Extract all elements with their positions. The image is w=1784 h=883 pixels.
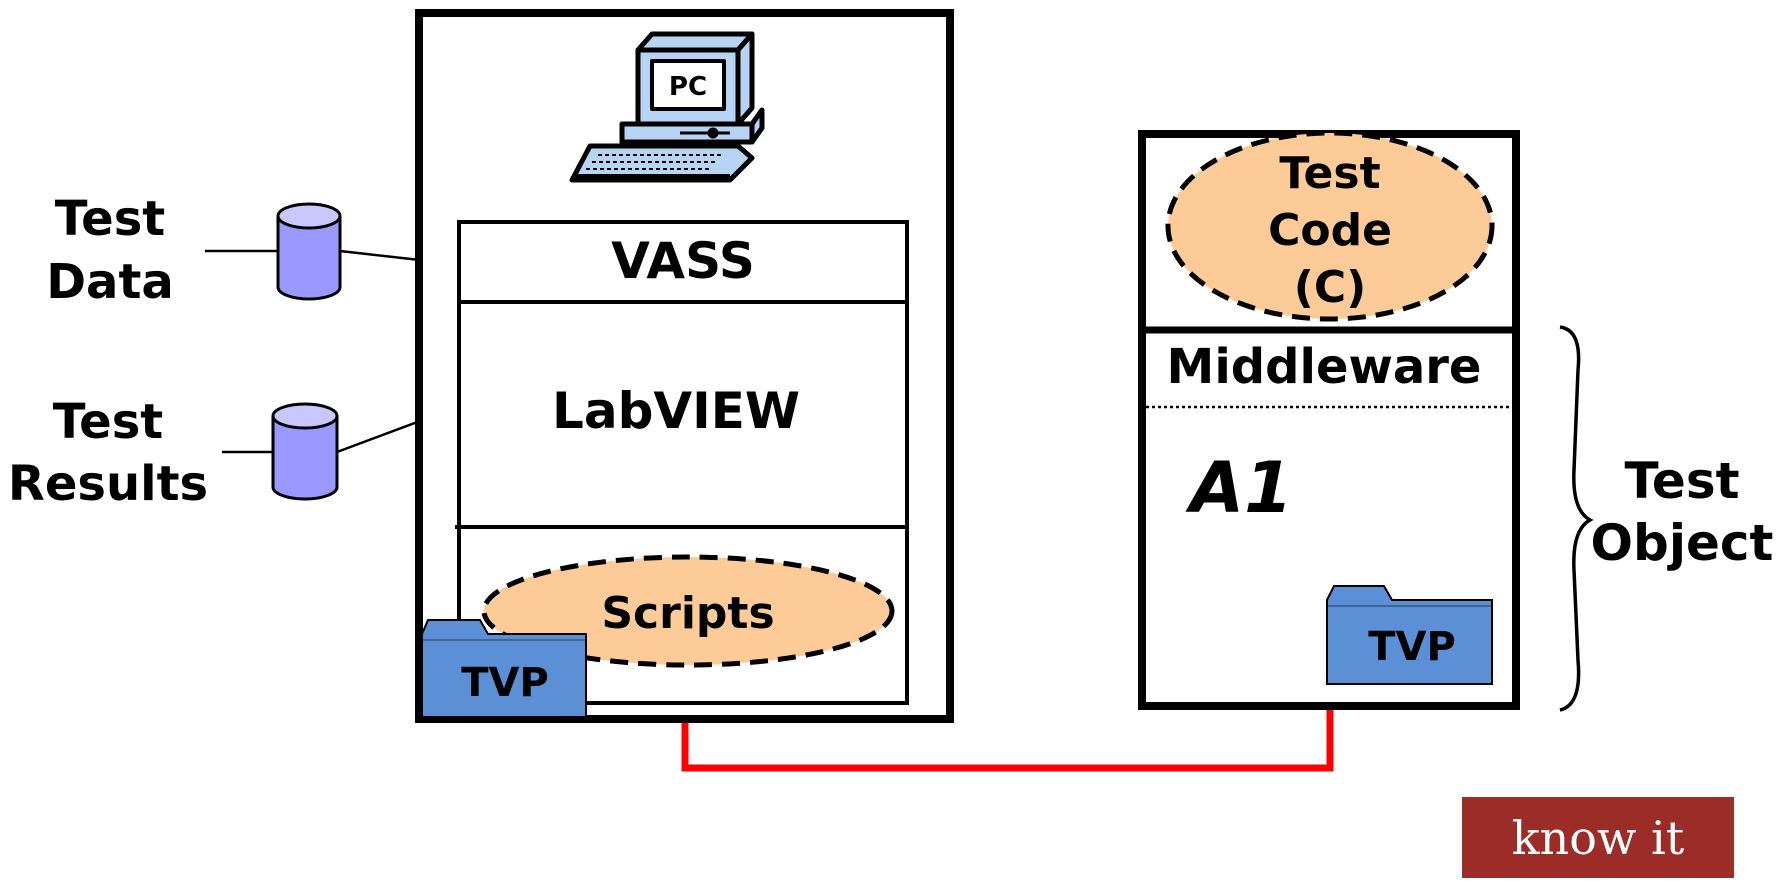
tvp-label-left: TVP	[461, 660, 549, 706]
knowit-logo: know it	[1462, 797, 1734, 878]
test-results-label: Test Results	[8, 394, 208, 512]
test-code-line2: Code	[1268, 205, 1392, 256]
test-results-label-line1: Test	[53, 394, 163, 450]
test-data-label-line2: Data	[46, 254, 174, 310]
test-data-label-line1: Test	[55, 191, 165, 247]
tvp-folder-icon-right	[1326, 585, 1493, 685]
test-code-line3: (C)	[1294, 262, 1367, 313]
test-code-ellipse	[1165, 130, 1495, 322]
tvp-folder-icon	[421, 619, 587, 718]
scripts-label: Scripts	[601, 588, 774, 639]
tvp-label-right: TVP	[1368, 624, 1456, 670]
logo-background	[1462, 797, 1734, 878]
pc-screen-label: PC	[669, 72, 707, 102]
test-results-database-icon	[271, 402, 339, 501]
labview-label: LabVIEW	[552, 382, 800, 440]
connection-line	[681, 710, 1334, 772]
logo-text: know it	[1512, 811, 1685, 865]
test-object-brace	[1559, 325, 1594, 712]
middleware-label: Middleware	[1167, 339, 1482, 395]
test-results-label-line2: Results	[8, 456, 208, 512]
a1-label: A1	[1185, 447, 1293, 529]
computer-icon: PC	[569, 31, 765, 183]
test-object-line2: Object	[1591, 514, 1774, 572]
vass-label: VASS	[611, 232, 755, 290]
test-data-label: Test Data	[46, 191, 174, 310]
test-object-line1: Test	[1624, 452, 1739, 510]
test-data-database-icon	[276, 202, 342, 301]
test-code-line1: Test	[1279, 148, 1380, 199]
